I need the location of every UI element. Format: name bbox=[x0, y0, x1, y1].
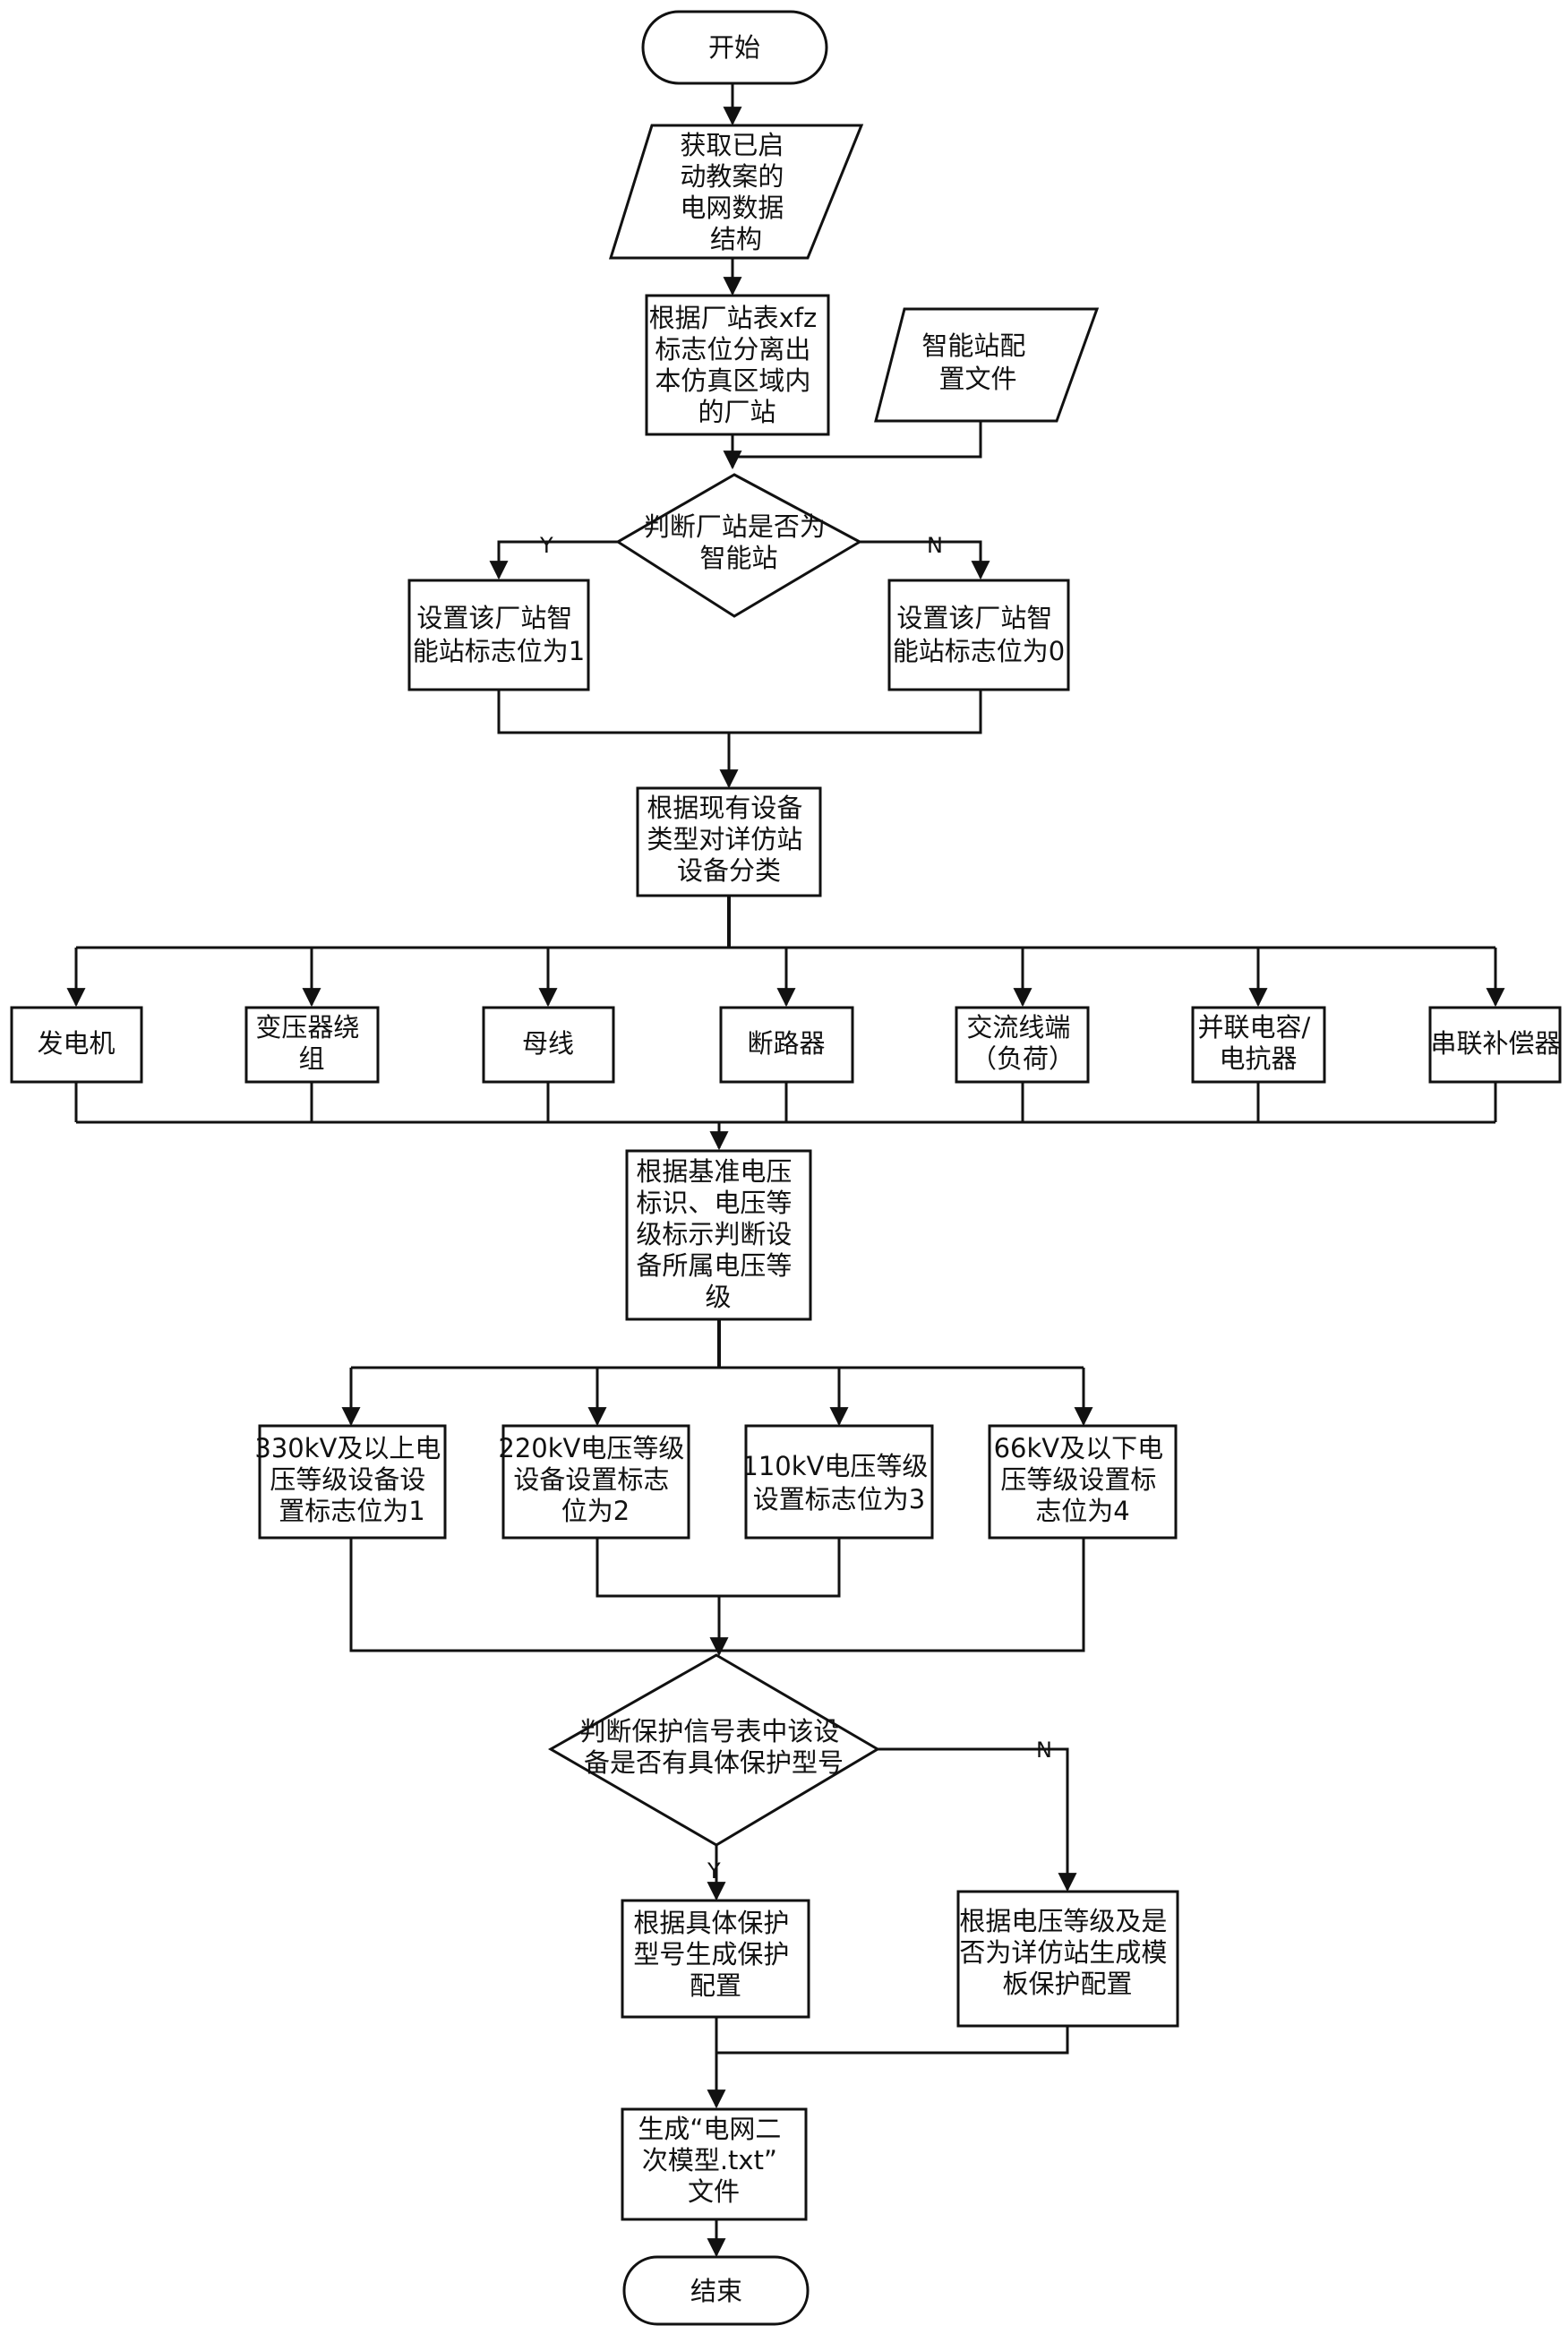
end-terminal: 结束 bbox=[622, 2255, 810, 2326]
device-type-label: 交流线端 （负荷） bbox=[966, 1012, 1078, 1074]
device-type-shunt-capacitor-reactor: 并联电容/ 电抗器 bbox=[1191, 1006, 1326, 1084]
start-label: 开始 bbox=[708, 32, 760, 63]
voltage-level-judge-label: 根据基准电压 标识、电压等 级标示判断设 备所属电压等 级 bbox=[636, 1156, 800, 1312]
edge-label-protect-no: N bbox=[1036, 1738, 1052, 1763]
start-terminal: 开始 bbox=[641, 10, 828, 85]
set-flag-1-process: 设置该厂站智 能站标志位为1 bbox=[407, 579, 590, 691]
edge-issmart-yes bbox=[489, 540, 618, 580]
edge-label-smart-yes: Y bbox=[539, 533, 553, 558]
set-flag-1-label: 设置该厂站智 能站标志位为1 bbox=[413, 603, 585, 666]
end-label: 结束 bbox=[690, 2276, 742, 2306]
voltage-level-judge-process: 根据基准电压 标识、电压等 级标示判断设 备所属电压等 级 bbox=[625, 1149, 812, 1321]
gen-specific-protection-process: 根据具体保护 型号生成保护 配置 bbox=[621, 1899, 810, 2019]
voltage-level-label: 330kV及以上电 压等级设备设 置标志位为1 bbox=[254, 1433, 449, 1526]
edge-voltage-merge-inner bbox=[595, 1538, 841, 1598]
voltage-level-110kv: 110kV电压等级 设置标志位为3 bbox=[741, 1424, 936, 1540]
has-protection-model-label: 判断保护信号表中该设 备是否有具体保护型号 bbox=[579, 1716, 847, 1778]
device-type-series-compensator: 串联补偿器 bbox=[1428, 1006, 1562, 1084]
device-type-breaker: 断路器 bbox=[719, 1006, 854, 1084]
classify-devices-label: 根据现有设备 类型对详仿站 设备分类 bbox=[647, 793, 810, 886]
voltage-level-label: 110kV电压等级 设置标志位为3 bbox=[741, 1451, 936, 1515]
is-smart-station-label: 判断厂站是否为 智能站 bbox=[644, 511, 834, 573]
edge-template-merge bbox=[716, 2026, 1069, 2055]
set-flag-0-label: 设置该厂站智 能站标志位为0 bbox=[893, 603, 1065, 666]
device-type-label: 变压器绕 组 bbox=[255, 1012, 367, 1074]
voltage-level-220kv: 220kV电压等级 设备设置标志 位为2 bbox=[498, 1424, 692, 1540]
classify-devices-process: 根据现有设备 类型对详仿站 设备分类 bbox=[636, 786, 822, 897]
voltage-level-330kv: 330kV及以上电 压等级设备设 置标志位为1 bbox=[254, 1424, 449, 1540]
smart-config-file-io: 智能站配 置文件 bbox=[874, 307, 1100, 423]
edge-config-to-main bbox=[733, 421, 982, 459]
connectors bbox=[66, 83, 1505, 2258]
device-type-label: 母线 bbox=[522, 1028, 574, 1059]
gen-specific-protection-label: 根据具体保护 型号生成保护 配置 bbox=[633, 1908, 797, 2001]
edge-voltage-merge-outer bbox=[349, 1538, 1085, 1652]
get-data-io: 获取已启 动教案的 电网数据 结构 bbox=[608, 124, 864, 260]
has-protection-model-decision: 判断保护信号表中该设 备是否有具体保护型号 bbox=[547, 1653, 880, 1847]
device-type-transformer-winding: 变压器绕 组 bbox=[244, 1006, 380, 1084]
gen-template-protection-process: 根据电压等级及是 否为详仿站生成模 板保护配置 bbox=[956, 1890, 1179, 2028]
gen-model-file-label: 生成“电网二 次模型.txt” 文件 bbox=[638, 2114, 789, 2207]
edge-issmart-no bbox=[860, 540, 990, 580]
device-type-label: 发电机 bbox=[37, 1028, 115, 1059]
edge-protect-no bbox=[878, 1747, 1077, 1892]
gen-model-file-process: 生成“电网二 次模型.txt” 文件 bbox=[621, 2107, 808, 2221]
voltage-level-label: 220kV电压等级 设备设置标志 位为2 bbox=[498, 1433, 692, 1526]
separate-stations-label: 根据厂站表xfz 标志位分离出 本仿真区域内 的厂站 bbox=[649, 303, 826, 427]
edge-label-smart-no: N bbox=[927, 533, 943, 558]
device-type-label: 并联电容/ 电抗器 bbox=[1198, 1012, 1319, 1074]
voltage-level-label: 66kV及以下电 压等级设置标 志位为4 bbox=[994, 1433, 1172, 1526]
gen-template-protection-label: 根据电压等级及是 否为详仿站生成模 板保护配置 bbox=[959, 1906, 1175, 1999]
device-type-generator: 发电机 bbox=[10, 1006, 143, 1084]
get-data-label: 获取已启 动教案的 电网数据 结构 bbox=[680, 130, 792, 254]
device-type-busbar: 母线 bbox=[482, 1006, 615, 1084]
device-type-label: 串联补偿器 bbox=[1430, 1028, 1560, 1059]
smart-config-file-label: 智能站配 置文件 bbox=[921, 330, 1033, 394]
edge-flags-merge bbox=[497, 690, 982, 734]
voltage-level-66kv: 66kV及以下电 压等级设置标 志位为4 bbox=[988, 1424, 1178, 1540]
device-type-label: 断路器 bbox=[747, 1028, 825, 1059]
separate-stations-process: 根据厂站表xfz 标志位分离出 本仿真区域内 的厂站 bbox=[645, 294, 830, 436]
edge-label-protect-yes: Y bbox=[707, 1858, 721, 1884]
device-type-ac-line-end: 交流线端 （负荷） bbox=[955, 1006, 1090, 1084]
set-flag-0-process: 设置该厂站智 能站标志位为0 bbox=[887, 579, 1070, 691]
is-smart-station-decision: 判断厂站是否为 智能站 bbox=[615, 473, 863, 618]
